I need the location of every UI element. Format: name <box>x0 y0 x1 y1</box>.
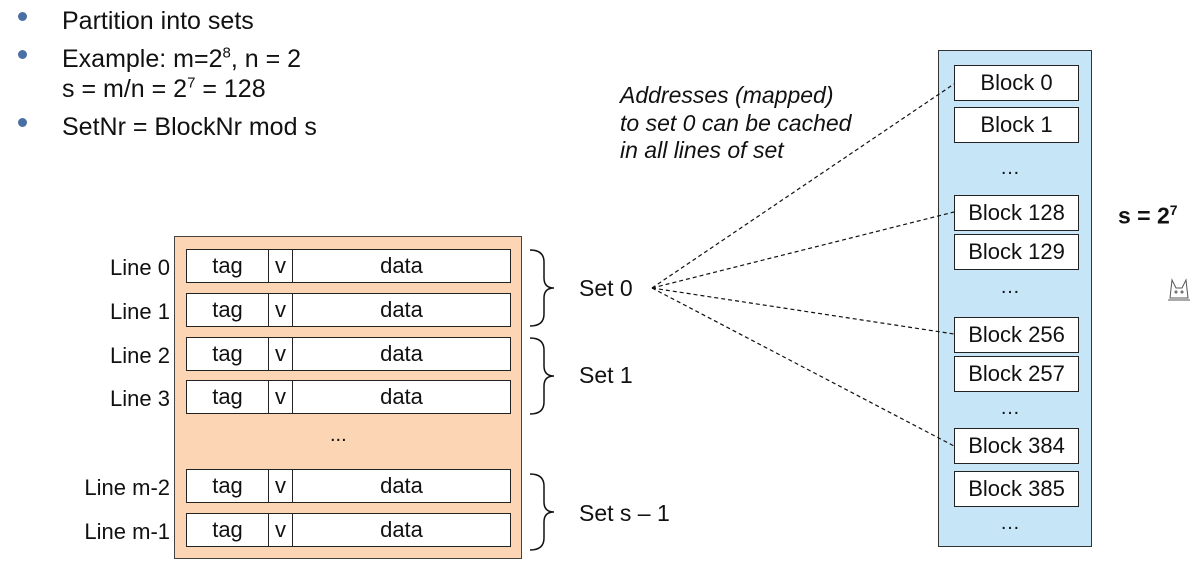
data-cell: data <box>380 341 423 366</box>
data-cell: data <box>380 517 423 542</box>
line-label: Line 2 <box>110 343 170 368</box>
set-label: Set 1 <box>579 362 633 388</box>
cache-line: tag v data <box>186 513 511 547</box>
data-cell: data <box>380 384 423 409</box>
bullet-dot-icon <box>18 12 27 21</box>
annotation-line: to set 0 can be cached <box>620 109 852 136</box>
memory-ellipsis: … <box>1000 157 1020 179</box>
line-label: Line m-2 <box>84 475 170 500</box>
line-label: Line 1 <box>110 299 170 324</box>
valid-cell: v <box>269 514 293 546</box>
memory-ellipsis: … <box>1000 512 1020 534</box>
line-label: Line 3 <box>110 386 170 411</box>
bullet-item: Example: m=28, n = 2 s = m/n = 27 = 128 <box>18 44 317 104</box>
bullet-text: s = m/n = 2 <box>62 75 188 103</box>
cache-line: tag v data <box>186 380 511 414</box>
valid-cell: v <box>269 338 293 370</box>
valid-cell: v <box>269 381 293 413</box>
cache-ellipsis: ... <box>330 424 347 446</box>
tag-cell: tag <box>187 514 269 546</box>
bullet-item: SetNr = BlockNr mod s <box>18 112 317 142</box>
mapping-line-block-384 <box>651 287 955 447</box>
cache-line: tag v data <box>186 337 511 371</box>
valid-cell: v <box>269 470 293 502</box>
memory-block: Block 385 <box>954 471 1079 507</box>
annotation: Addresses (mapped) to set 0 can be cache… <box>620 82 851 165</box>
cache-line: tag v data <box>186 293 511 327</box>
set-label: Set 0 <box>579 275 633 301</box>
line-label: Line 0 <box>110 255 170 280</box>
memory-block: Block 256 <box>954 317 1079 353</box>
bullet-text: = 128 <box>195 75 266 103</box>
exponent: 7 <box>187 74 196 92</box>
cache-line: tag v data <box>186 249 511 283</box>
bullet-list: Partition into sets Example: m=28, n = 2… <box>18 6 317 150</box>
tag-cell: tag <box>187 250 269 282</box>
mapping-line-block-128 <box>651 211 955 289</box>
bullet-text: , n = 2 <box>230 45 302 73</box>
brace-set-1 <box>529 337 555 415</box>
memory-block: Block 128 <box>954 195 1079 231</box>
valid-cell: v <box>269 294 293 326</box>
memory-ellipsis: … <box>1000 397 1020 419</box>
data-cell: data <box>380 253 423 278</box>
cache-line: tag v data <box>186 469 511 503</box>
valid-cell: v <box>269 250 293 282</box>
set-count-base: s = 2 <box>1118 202 1170 229</box>
memory-block: Block 129 <box>954 234 1079 270</box>
set-count-label: s = 27 <box>1118 202 1178 230</box>
tag-cell: tag <box>187 470 269 502</box>
brace-set-s-1 <box>529 473 555 551</box>
set-braces <box>529 249 555 551</box>
tag-cell: tag <box>187 381 269 413</box>
annotation-line: in all lines of set <box>620 137 784 164</box>
tag-cell: tag <box>187 338 269 370</box>
data-cell: data <box>380 297 423 322</box>
mapping-line-block-256 <box>651 287 955 335</box>
memory-ellipsis: … <box>1000 276 1020 298</box>
tag-cell: tag <box>187 294 269 326</box>
memory-block: Block 257 <box>954 356 1079 392</box>
bullet-dot-icon <box>18 118 27 127</box>
memory-block: Block 384 <box>954 428 1079 464</box>
cat-icon <box>1168 278 1190 301</box>
set-count-exponent: 7 <box>1169 202 1178 218</box>
line-label: Line m-1 <box>84 519 170 544</box>
memory-block: Block 1 <box>954 107 1079 143</box>
data-cell: data <box>380 473 423 498</box>
bullet-dot-icon <box>18 50 27 59</box>
mapping-line-block-0 <box>651 83 955 289</box>
mapping-lines <box>651 83 955 447</box>
memory-block: Block 0 <box>954 65 1079 101</box>
set-label: Set s – 1 <box>579 500 670 526</box>
brace-set-0 <box>529 249 555 327</box>
bullet-text: Example: m=2 <box>62 45 223 73</box>
exponent: 8 <box>222 44 231 62</box>
bullet-text: Partition into sets <box>62 7 254 35</box>
bullet-text: SetNr = BlockNr mod s <box>62 113 317 141</box>
annotation-line: Addresses (mapped) <box>620 82 834 108</box>
bullet-item: Partition into sets <box>18 6 317 36</box>
